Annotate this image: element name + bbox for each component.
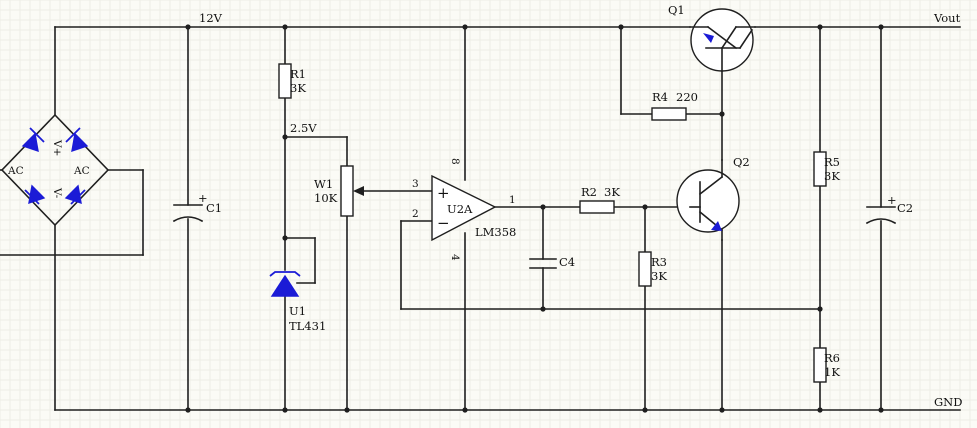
wires bbox=[0, 26, 961, 411]
rail-12v-label: 12V bbox=[199, 11, 223, 25]
r3-label: R3 bbox=[651, 255, 667, 269]
diode-icon bbox=[64, 184, 86, 205]
r4-label: R4 bbox=[652, 90, 668, 104]
resistor-r1: R1 3K bbox=[278, 63, 306, 99]
resistor-r6: R6 1K bbox=[813, 347, 840, 383]
capacitor-c1: + C1 bbox=[172, 191, 222, 223]
resistor-r2: R2 3K bbox=[579, 185, 620, 214]
r6-label: R6 bbox=[824, 351, 840, 365]
capacitor-c4: C4 bbox=[529, 255, 575, 269]
w1-value: 10K bbox=[314, 191, 338, 205]
junction-dots bbox=[185, 24, 884, 413]
c4-label: C4 bbox=[559, 255, 575, 269]
q1-label: Q1 bbox=[668, 3, 685, 17]
potentiometer-w1: W1 10K bbox=[314, 165, 364, 217]
q2-label: Q2 bbox=[733, 155, 750, 169]
r1-value: 3K bbox=[290, 81, 306, 95]
gnd-label: GND bbox=[934, 395, 962, 409]
u1-value: TL431 bbox=[289, 319, 326, 333]
ac-left-label: AC bbox=[7, 165, 24, 177]
bridge-rectifier: AC AC V+ V- bbox=[0, 113, 110, 227]
r5-label: R5 bbox=[824, 155, 840, 169]
resistor-r3: R3 3K bbox=[638, 251, 667, 287]
pin1-label: 1 bbox=[509, 194, 516, 206]
vout-label: Vout bbox=[933, 11, 961, 25]
r4-value: 220 bbox=[676, 90, 698, 104]
r6-value: 1K bbox=[824, 365, 840, 379]
diode-icon bbox=[21, 127, 45, 153]
r2-label: R2 bbox=[581, 185, 597, 199]
w1-label: W1 bbox=[314, 177, 333, 191]
pin4-label: 4 bbox=[449, 254, 461, 261]
resistor-r4: R4 220 bbox=[651, 90, 698, 121]
capacitor-c2: + C2 bbox=[865, 193, 913, 225]
node-2v5-label: 2.5V bbox=[290, 121, 317, 135]
u2a-value: LM358 bbox=[475, 225, 516, 239]
opamp-plus: + bbox=[437, 184, 450, 202]
r5-value: 3K bbox=[824, 169, 840, 183]
resistor-r5: R5 3K bbox=[813, 151, 840, 187]
c1-label: C1 bbox=[206, 201, 222, 215]
pin3-label: 3 bbox=[412, 178, 419, 190]
pin8-label: 8 bbox=[449, 158, 461, 165]
c2-label: C2 bbox=[897, 201, 913, 215]
v-minus-label: V- bbox=[51, 187, 63, 199]
u2a-label: U2A bbox=[447, 202, 473, 216]
r1-label: R1 bbox=[290, 67, 306, 81]
c2-plus: + bbox=[887, 193, 897, 207]
diode-icon bbox=[24, 184, 46, 205]
c1-plus: + bbox=[198, 191, 208, 205]
transistor-q2: Q2 bbox=[676, 155, 750, 241]
shunt-regulator-u1: U1 TL431 bbox=[269, 271, 326, 333]
diode-icon bbox=[65, 127, 89, 153]
u1-label: U1 bbox=[289, 304, 306, 318]
transistor-q1: Q1 bbox=[668, 3, 756, 72]
opamp-minus: − bbox=[437, 214, 450, 232]
v-plus-label: V+ bbox=[51, 139, 63, 156]
r2-value: 3K bbox=[604, 185, 620, 199]
ac-right-label: AC bbox=[73, 165, 90, 177]
pin2-label: 2 bbox=[412, 208, 419, 220]
r3-value: 3K bbox=[651, 269, 667, 283]
opamp-u2a: + − U2A LM358 3 2 1 8 4 bbox=[412, 158, 516, 261]
